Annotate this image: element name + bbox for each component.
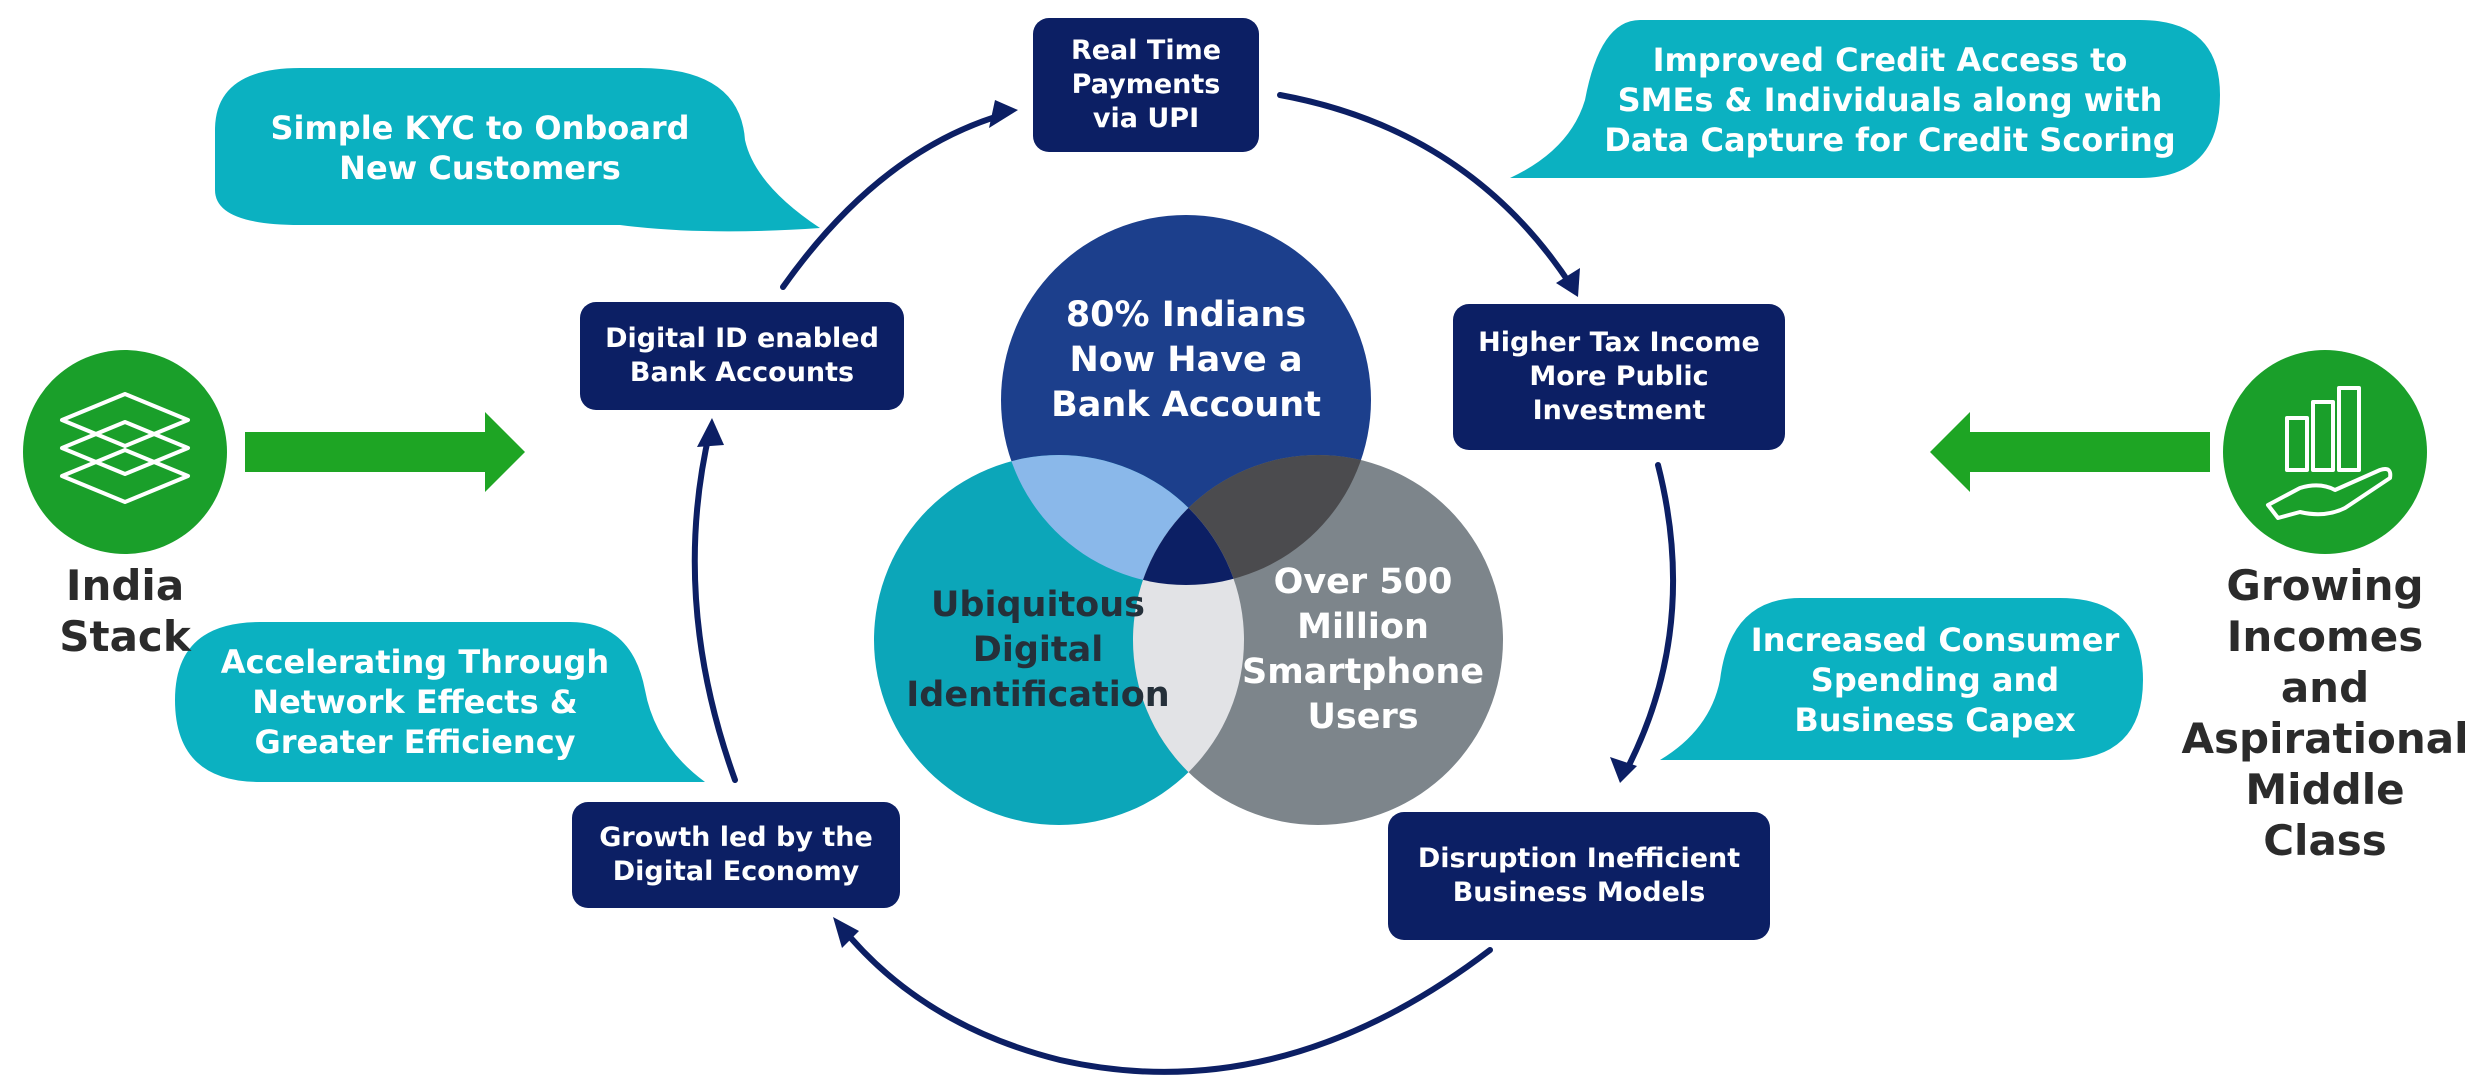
callout-bubble-simple-kyc xyxy=(215,68,820,232)
venn-overlap-top-right xyxy=(1133,455,1371,585)
cycle-arrow-to-tax-income xyxy=(1277,92,1575,290)
cycle-arrow-to-growth xyxy=(837,922,1493,1075)
box-disruption-business-models: Disruption Inefficient Business Models xyxy=(1388,812,1770,940)
cycle-arrows xyxy=(691,92,1677,1075)
cycle-arrow-to-digital-id xyxy=(691,427,738,783)
venn-diagram xyxy=(874,215,1503,825)
cycle-arrowheads xyxy=(697,100,1637,948)
india-stack-label: India Stack xyxy=(59,561,191,661)
arrowhead-payments xyxy=(989,100,1018,128)
arrowhead-tax-income xyxy=(1556,268,1580,297)
callout-consumer-spending: Increased Consumer Spending and Business… xyxy=(1750,621,2120,739)
arrowhead-digital-id xyxy=(697,418,724,447)
venn-label-bank-account: 80% Indians Now Have a Bank Account xyxy=(1051,294,1321,425)
box-higher-tax-income: Higher Tax Income More Public Investment xyxy=(1453,304,1785,450)
venn-label-smartphone-users: Over 500 Million Smartphone Users xyxy=(1242,562,1484,737)
growing-incomes-label: Growing Incomes and Aspirational Middle … xyxy=(2181,561,2469,865)
callout-accelerating: Accelerating Through Network Effects & G… xyxy=(220,643,610,761)
india-stack-arrow xyxy=(245,412,525,492)
arrowhead-disruption xyxy=(1610,757,1637,783)
growth-chart-hand-icon xyxy=(2223,350,2427,554)
callout-bubble-accelerating xyxy=(175,622,705,782)
cycle-arrow-to-payments xyxy=(780,111,1008,290)
venn-overlap-top-left xyxy=(1001,455,1244,585)
callout-bubble-improved-credit xyxy=(1510,20,2220,178)
callout-improved-credit: Improved Credit Access to SMEs & Individ… xyxy=(1604,41,2176,159)
venn-label-digital-identification: Ubiquitous Digital Identification xyxy=(906,584,1170,715)
box-digital-id-bank-accounts: Digital ID enabled Bank Accounts xyxy=(580,302,904,410)
stacked-layers-icon xyxy=(23,350,227,554)
box-real-time-payments: Real Time Payments via UPI xyxy=(1033,18,1259,152)
cycle-arrow-to-disruption xyxy=(1622,462,1677,776)
callout-simple-kyc: Simple KYC to Onboard New Customers xyxy=(270,109,690,187)
callout-bubble-consumer-spending xyxy=(1660,598,2143,760)
arrowhead-growth xyxy=(833,917,859,948)
box-growth-digital-economy: Growth led by the Digital Economy xyxy=(572,802,900,908)
growing-incomes-arrow xyxy=(1930,412,2210,492)
